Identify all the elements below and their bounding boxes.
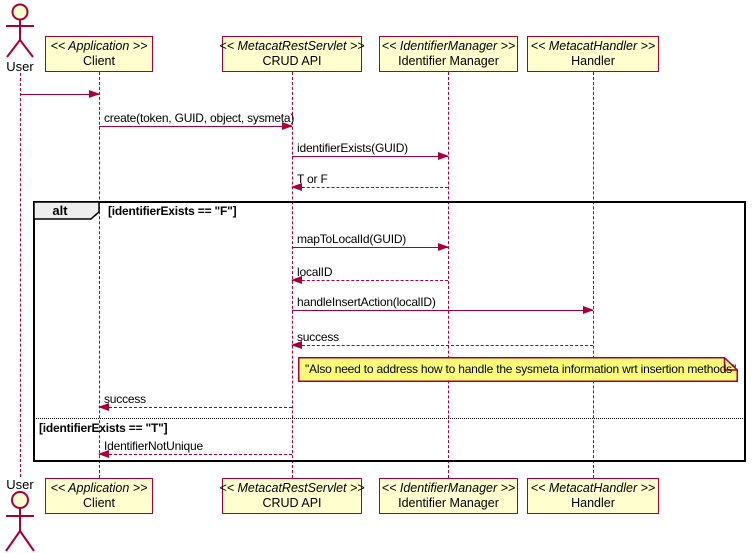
message-arrow-handle-insert-action bbox=[292, 306, 594, 314]
message-label: handleInsertAction(localID) bbox=[297, 295, 436, 309]
participant-identifier-manager-top: << IdentifierManager >> Identifier Manag… bbox=[379, 36, 518, 72]
participant-handler-top: << MetacatHandler >> Handler bbox=[527, 36, 659, 72]
message-label: IdentifierNotUnique bbox=[104, 439, 203, 453]
message-arrow-create bbox=[99, 122, 293, 130]
participant-client-top: << Application >> Client bbox=[45, 36, 153, 72]
lifeline-identifier-manager bbox=[448, 72, 449, 478]
participant-name: Handler bbox=[571, 496, 615, 510]
message-label: mapToLocalId(GUID) bbox=[297, 232, 407, 246]
participant-identifier-manager-bottom: << IdentifierManager >> Identifier Manag… bbox=[379, 478, 518, 514]
message-arrow-identifier-not-unique bbox=[98, 450, 292, 458]
alt-guard-else: [identifierExists == "T"] bbox=[39, 421, 168, 435]
lifeline-crud-api bbox=[292, 72, 293, 478]
alt-operator-tab bbox=[33, 201, 101, 226]
user-label-top: User bbox=[6, 59, 34, 74]
message-arrow-map-to-local-id bbox=[292, 243, 449, 251]
participant-stereotype: << IdentifierManager >> bbox=[381, 39, 516, 53]
message-label: success bbox=[104, 392, 146, 406]
participant-name: Identifier Manager bbox=[398, 54, 499, 68]
participant-crud-api-top: << MetacatRestServlet >> CRUD API bbox=[219, 36, 365, 72]
alt-else-divider bbox=[34, 418, 745, 419]
message-label: T or F bbox=[297, 172, 328, 186]
lifeline-client bbox=[99, 72, 100, 478]
participant-stereotype: << MetacatHandler >> bbox=[530, 481, 656, 495]
note-icon bbox=[298, 357, 738, 387]
participant-stereotype: << MetacatHandler >> bbox=[530, 39, 656, 53]
user-actor-icon-bottom bbox=[2, 489, 40, 553]
lifeline-user bbox=[20, 73, 21, 477]
participant-stereotype: << MetacatRestServlet >> bbox=[219, 481, 365, 495]
participant-stereotype: << Application >> bbox=[50, 39, 148, 53]
participant-stereotype: << IdentifierManager >> bbox=[381, 481, 516, 495]
participant-name: CRUD API bbox=[262, 496, 322, 510]
participant-crud-api-bottom: << MetacatRestServlet >> CRUD API bbox=[219, 478, 365, 514]
message-arrow-user-to-client bbox=[20, 90, 100, 98]
participant-name: Client bbox=[83, 496, 115, 510]
user-actor-icon bbox=[2, 2, 40, 65]
participant-name: Identifier Manager bbox=[398, 496, 499, 510]
participant-stereotype: << MetacatRestServlet >> bbox=[219, 39, 365, 53]
alt-fragment-frame bbox=[33, 201, 746, 462]
alt-operator-label: alt bbox=[52, 203, 68, 218]
user-label-bottom: User bbox=[6, 477, 34, 492]
participant-name: Handler bbox=[571, 54, 615, 68]
participant-stereotype: << Application >> bbox=[50, 481, 148, 495]
message-label: create(token, GUID, object, sysmeta) bbox=[104, 111, 295, 125]
message-arrow-local-id bbox=[291, 276, 448, 284]
message-label: identifierExists(GUID) bbox=[297, 141, 408, 155]
participant-name: Client bbox=[83, 54, 115, 68]
participant-client-bottom: << Application >> Client bbox=[45, 478, 153, 514]
lifeline-handler bbox=[593, 72, 594, 478]
note-text: "Also need to address how to handle the … bbox=[305, 362, 737, 376]
alt-guard-if: [identifierExists == "F"] bbox=[108, 204, 237, 218]
message-arrow-success-handler bbox=[291, 341, 593, 349]
message-label: localID bbox=[297, 265, 333, 279]
participant-name: CRUD API bbox=[262, 54, 322, 68]
message-arrow-success-client bbox=[98, 403, 292, 411]
message-arrow-identifier-exists bbox=[292, 152, 449, 160]
participant-handler-bottom: << MetacatHandler >> Handler bbox=[527, 478, 659, 514]
message-label: success bbox=[297, 330, 339, 344]
message-arrow-t-or-f bbox=[291, 183, 448, 191]
